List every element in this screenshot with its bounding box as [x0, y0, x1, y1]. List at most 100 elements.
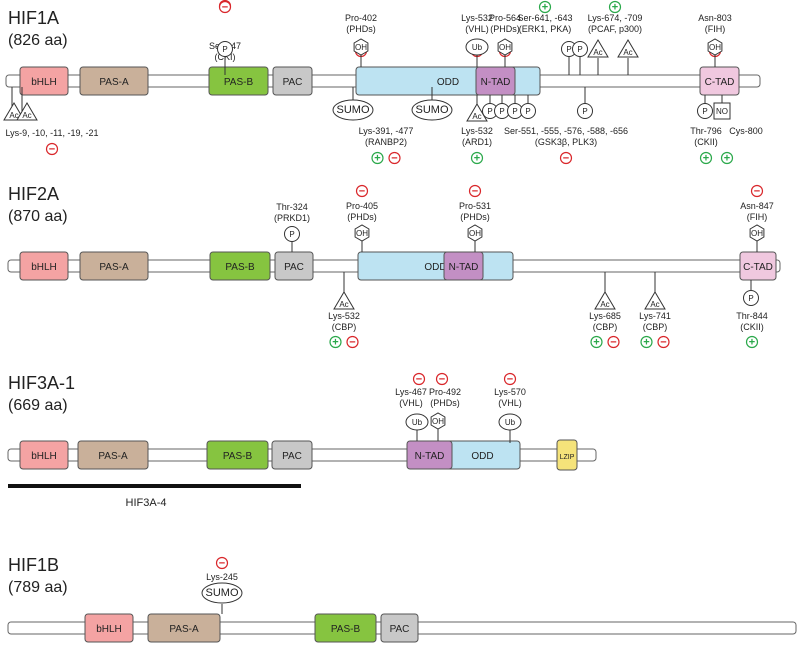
hydroxylation-icon [430, 412, 446, 430]
domain-label: PAS-A [99, 262, 129, 273]
inhibiting-effect-sign: − [610, 337, 616, 349]
sumoylation-icon [201, 582, 243, 604]
site-label: Asn-847(FIH) [740, 201, 774, 222]
activating-effect-sign: + [542, 2, 548, 14]
domain-pas-b [208, 66, 269, 96]
site-label: Ser-641, -643(ERK1, PKA) [517, 13, 572, 34]
sumoylation-icon [332, 99, 374, 121]
hydroxylation-icon [467, 224, 483, 242]
domain-bhlh [19, 66, 69, 96]
hydroxylation-symbol-label: OH [709, 43, 721, 52]
site-label: Thr-324(PRKD1) [274, 202, 310, 223]
ubiquitination-icon [498, 413, 522, 431]
protein-name: HIF2A [8, 184, 59, 204]
domain-pas-a [79, 66, 149, 96]
sumoylation-symbol-label: SUMO [206, 587, 239, 599]
hydroxylation-icon [707, 38, 723, 56]
isoform-label: HIF3A-4 [126, 497, 167, 509]
inhibiting-effect-icon [468, 184, 482, 198]
domain-pas-b [314, 613, 377, 643]
acetylation-symbol-label: Ac [623, 48, 632, 57]
site-label: Asn-803(FIH) [698, 13, 732, 34]
domain-label: bHLH [31, 451, 57, 462]
site-label: Lys-467(VHL) [395, 387, 427, 408]
phosphorylation-icon [284, 226, 300, 242]
site-label: Lys-741(CBP) [639, 311, 671, 332]
domain-pac [272, 66, 313, 96]
sumoylation-symbol-label: SUMO [337, 104, 370, 116]
phosphorylation-symbol-label: P [748, 294, 753, 303]
site-label: Pro-531(PHDs) [459, 201, 491, 222]
site-label: Lys-391, -477(RANBP2) [359, 126, 414, 147]
activating-effect-icon [640, 335, 653, 349]
site-label: Lys-532(VHL) [461, 13, 493, 34]
protein-length: (669 aa) [8, 397, 68, 414]
inhibiting-effect-sign: − [49, 144, 55, 156]
phosphorylation-icon [743, 290, 759, 306]
domain-label: N-TAD [481, 77, 511, 88]
domain-label: PAC [390, 624, 410, 635]
domain-label: bHLH [31, 77, 57, 88]
domain-pac [271, 440, 313, 470]
inhibiting-effect-icon [412, 372, 426, 386]
domain-pas-a [79, 251, 149, 281]
domain-label: ODD [471, 451, 493, 462]
hydroxylation-symbol-label: OH [499, 43, 511, 52]
inhibiting-effect-icon [607, 335, 620, 349]
activating-effect-icon [590, 335, 603, 349]
domain-label: PAS-B [331, 624, 361, 635]
inhibiting-effect-sign: − [660, 337, 666, 349]
acetylation-symbol-label: Ac [9, 111, 18, 120]
activating-effect-sign: + [332, 337, 338, 349]
acetylation-icon [16, 102, 38, 121]
domain-pas-a [77, 440, 149, 470]
inhibiting-effect-sign: − [219, 558, 225, 570]
acetylation-icon [333, 291, 355, 310]
domain-pas-b [206, 440, 269, 470]
phosphorylation-icon [577, 103, 593, 119]
domain-pac [274, 251, 314, 281]
site-label: Lys-685(CBP) [589, 311, 621, 332]
activating-effect-icon [371, 151, 384, 165]
domain-label: PAS-B [225, 262, 255, 273]
activating-effect-icon [538, 0, 552, 14]
domain-label: N-TAD [449, 262, 479, 273]
domain-label: PAC [284, 262, 304, 273]
sumoylation-icon [411, 99, 453, 121]
site-label: Ser-551, -555, -576, -588, -656(GSK3β, P… [504, 126, 628, 147]
domain-n-tad [443, 251, 484, 281]
hydroxylation-symbol-label: OH [469, 229, 481, 238]
domain-label: PAC [283, 77, 303, 88]
phosphorylation-symbol-label: P [577, 45, 582, 54]
phosphorylation-symbol-label: P [512, 107, 517, 116]
sumoylation-symbol-label: SUMO [416, 104, 449, 116]
hydroxylation-symbol-label: OH [356, 229, 368, 238]
site-label: Pro-564(PHDs) [489, 13, 521, 34]
domain-label: PAS-A [169, 624, 199, 635]
phosphorylation-icon [697, 103, 713, 119]
isoform-bar [8, 484, 301, 488]
acetylation-icon [644, 291, 666, 310]
protein-length: (870 aa) [8, 208, 68, 225]
activating-effect-icon [699, 151, 713, 165]
inhibiting-effect-icon [657, 335, 670, 349]
site-label: Lys-245 [206, 572, 238, 582]
acetylation-symbol-label: Ac [472, 112, 481, 121]
phosphorylation-symbol-label: P [582, 107, 587, 116]
activating-effect-sign: + [474, 153, 480, 165]
domain-label: bHLH [31, 262, 57, 273]
inhibiting-effect-sign: − [416, 374, 422, 386]
activating-effect-icon [329, 335, 342, 349]
activating-effect-sign: + [643, 337, 649, 349]
ubiquitination-symbol-label: Ub [412, 418, 423, 427]
activating-effect-icon [608, 0, 622, 14]
inhibiting-effect-sign: − [754, 186, 760, 198]
domain-pas-b [209, 251, 271, 281]
domain-label: ODD [437, 77, 459, 88]
protein-length: (789 aa) [8, 579, 68, 596]
nitrosylation-symbol-label: NO [716, 107, 728, 116]
acetylation-symbol-label: Ac [22, 111, 31, 120]
protein-name: HIF3A-1 [8, 373, 75, 393]
acetylation-symbol-label: Ac [600, 300, 609, 309]
